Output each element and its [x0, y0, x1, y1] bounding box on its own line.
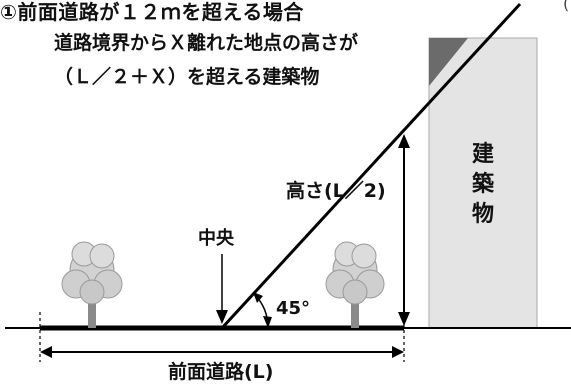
building-label-char: 築	[471, 172, 494, 197]
height-arrowhead-top	[398, 134, 410, 148]
condition-line-1: 道路境界からＸ離れた地点の高さが	[54, 32, 359, 54]
road-width-arrowhead-right	[392, 346, 404, 358]
angle-label: 45°	[276, 298, 311, 319]
height-label: 高さ(L／2)	[286, 180, 386, 202]
center-pointer-head	[216, 310, 228, 324]
slope-line	[220, 2, 522, 330]
building	[428, 37, 538, 329]
corner-fragment: (	[563, 0, 570, 13]
building-label: 建 築 物	[468, 140, 498, 230]
tree-right	[325, 241, 385, 328]
road-width-arrowhead-left	[40, 346, 52, 358]
building-roof-shading	[429, 38, 468, 86]
building-label-char: 物	[471, 202, 494, 227]
center-label: 中央	[198, 228, 234, 249]
height-arrowhead-bottom	[398, 312, 410, 326]
road-width-label: 前面道路(L)	[168, 361, 274, 383]
building-label-char: 建	[471, 142, 494, 167]
angle-arrowhead-bottom	[263, 316, 272, 328]
diagram-title: ①前面道路が１２ｍを超える場合	[0, 0, 304, 24]
tree-left	[61, 241, 123, 328]
angle-arrowhead-top	[253, 292, 263, 303]
condition-line-2: （Ｌ／２＋Ｘ）を超える建築物	[54, 66, 320, 88]
